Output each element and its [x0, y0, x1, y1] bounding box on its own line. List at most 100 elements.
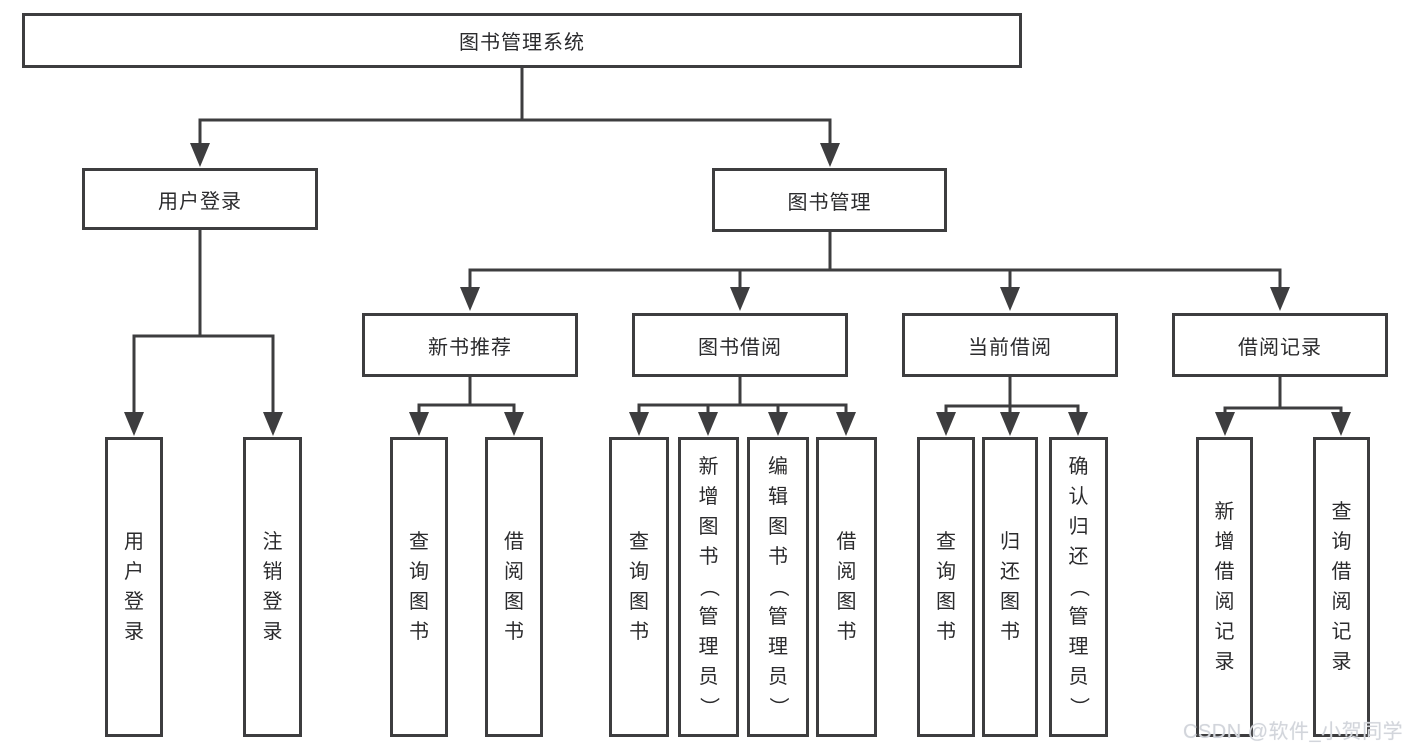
leaf-confirm-return-admin: 确认归还 （ 管理员 ）	[1049, 437, 1108, 737]
leaf-borrow-books-recommend: 借阅图书	[485, 437, 543, 737]
vertical-char: 登	[262, 591, 283, 613]
leaf-add-book-admin: 新增图书 （ 管理员 ）	[678, 437, 739, 737]
vertical-char: 记	[1214, 621, 1235, 643]
leaf-query-books-borrow: 查询图书	[609, 437, 669, 737]
vertical-char: 阅	[1331, 591, 1352, 613]
vertical-char: 书	[936, 621, 956, 643]
vertical-char: 登	[124, 591, 144, 613]
vertical-char: 查	[409, 531, 429, 553]
connector-current-borrow	[936, 377, 1088, 436]
vertical-char: （	[1067, 577, 1090, 597]
vertical-char: 查	[629, 531, 649, 553]
vertical-char: 辑	[768, 486, 788, 508]
vertical-char: 图	[698, 516, 719, 538]
vertical-char: 询	[629, 561, 649, 583]
vertical-char: 借	[1331, 561, 1352, 583]
vertical-char: 录	[262, 621, 283, 643]
vertical-char: 管	[1068, 606, 1089, 628]
node-book-management: 图书管理	[712, 168, 947, 232]
vertical-char: 记	[1331, 621, 1352, 643]
vertical-char: 询	[936, 561, 956, 583]
vertical-char: 书	[409, 621, 429, 643]
vertical-char: 增	[1214, 531, 1235, 553]
vertical-char: （	[767, 577, 789, 597]
vertical-char: 新	[698, 456, 719, 478]
leaf-user-login: 用户登录	[105, 437, 163, 737]
vertical-char: 注	[262, 531, 283, 553]
vertical-char: 用	[124, 531, 144, 553]
vertical-char: 阅	[836, 561, 857, 583]
vertical-char: 新	[1214, 501, 1235, 523]
vertical-char: 查	[1331, 501, 1352, 523]
vertical-char: 询	[409, 561, 429, 583]
leaf-return-book: 归还图书	[982, 437, 1038, 737]
vertical-char: （	[697, 577, 720, 597]
vertical-char: 还	[1000, 561, 1020, 583]
node-book-borrow: 图书借阅	[632, 313, 848, 377]
connector-user-login	[124, 230, 283, 436]
csdn-watermark: CSDN @软件_小贺同学	[1183, 721, 1404, 743]
connector-root	[190, 68, 840, 167]
vertical-char: 销	[262, 561, 283, 583]
vertical-char: 图	[629, 591, 649, 613]
leaf-query-books-current: 查询图书	[917, 437, 975, 737]
leaf-edit-book-admin: 编辑图书 （ 管理员 ）	[747, 437, 809, 737]
node-new-book-recommend: 新书推荐	[362, 313, 578, 377]
connector-new-book-recommend	[409, 377, 524, 436]
vertical-char: 询	[1331, 531, 1352, 553]
leaf-borrow-books: 借阅图书	[816, 437, 877, 737]
vertical-char: 理	[698, 636, 719, 658]
vertical-char: 归	[1000, 531, 1020, 553]
vertical-char: 查	[936, 531, 956, 553]
vertical-char: 员	[768, 666, 788, 688]
vertical-char: 图	[936, 591, 956, 613]
vertical-char: ）	[697, 697, 720, 717]
vertical-char: 录	[1214, 651, 1235, 673]
vertical-char: 编	[768, 456, 788, 478]
vertical-char: 还	[1068, 546, 1089, 568]
vertical-char: 员	[698, 666, 719, 688]
leaf-add-borrow-record: 新增借阅记录	[1196, 437, 1253, 737]
vertical-char: 图	[768, 516, 788, 538]
vertical-char: 借	[504, 531, 524, 553]
vertical-char: 归	[1068, 516, 1089, 538]
node-user-login: 用户登录	[82, 168, 318, 230]
connector-book-management	[460, 232, 1290, 311]
vertical-char: 理	[1068, 636, 1089, 658]
vertical-char: 录	[1331, 651, 1352, 673]
node-current-borrow: 当前借阅	[902, 313, 1118, 377]
vertical-char: 图	[504, 591, 524, 613]
vertical-char: 图	[409, 591, 429, 613]
vertical-char: 录	[124, 621, 144, 643]
vertical-char: 图	[1000, 591, 1020, 613]
vertical-char: 阅	[504, 561, 524, 583]
vertical-char: 管	[768, 606, 788, 628]
vertical-char: 书	[504, 621, 524, 643]
leaf-query-borrow-record: 查询借阅记录	[1313, 437, 1370, 737]
vertical-char: 增	[698, 486, 719, 508]
node-root: 图书管理系统	[22, 13, 1022, 68]
vertical-char: 书	[1000, 621, 1020, 643]
vertical-char: 借	[1214, 561, 1235, 583]
vertical-char: 员	[1068, 666, 1089, 688]
vertical-char: 书	[698, 546, 719, 568]
vertical-char: 阅	[1214, 591, 1235, 613]
vertical-char: 书	[768, 546, 788, 568]
vertical-char: 管	[698, 606, 719, 628]
vertical-char: ）	[1067, 697, 1090, 717]
vertical-char: 认	[1068, 486, 1089, 508]
node-borrow-records: 借阅记录	[1172, 313, 1388, 377]
vertical-char: 确	[1068, 456, 1089, 478]
connector-borrow-records	[1215, 377, 1351, 436]
vertical-char: 书	[629, 621, 649, 643]
vertical-char: 借	[836, 531, 857, 553]
vertical-char: ）	[767, 697, 789, 717]
vertical-char: 理	[768, 636, 788, 658]
vertical-char: 图	[836, 591, 857, 613]
vertical-char: 书	[836, 621, 857, 643]
vertical-char: 户	[124, 561, 144, 583]
connector-book-borrow	[629, 377, 856, 436]
leaf-logout: 注销登录	[243, 437, 302, 737]
